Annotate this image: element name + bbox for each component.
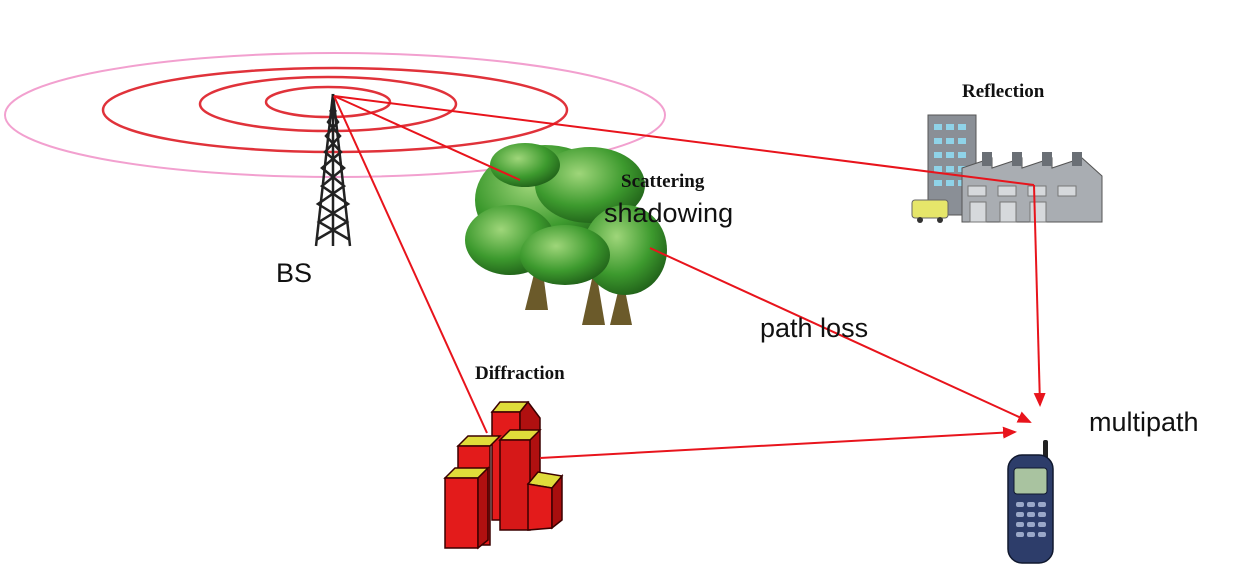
red-building-icon — [443, 400, 564, 550]
path-loss-label: path loss — [760, 313, 869, 343]
ray-to-building — [333, 95, 488, 434]
reflection-label: Reflection — [962, 81, 1045, 102]
ray-to-tree — [333, 95, 521, 181]
ray-diffraction — [539, 426, 1017, 459]
diffraction-label: Diffraction — [475, 363, 565, 384]
ray-reflection — [1033, 184, 1046, 407]
ray-path-loss — [649, 247, 1032, 423]
ray-to-factory — [333, 95, 1035, 186]
scattering-label: Scattering — [621, 171, 705, 192]
factory-icon — [911, 114, 1103, 223]
base-station-label: BS — [276, 258, 313, 288]
multipath-label: multipath — [1089, 407, 1199, 437]
propagation-rays — [333, 95, 1046, 459]
radio-wave-rings — [4, 52, 666, 178]
shadowing-label: shadowing — [604, 198, 734, 228]
antenna-tower-icon — [314, 93, 352, 247]
mobile-phone-icon — [1007, 440, 1054, 564]
tree-icon — [465, 143, 667, 325]
